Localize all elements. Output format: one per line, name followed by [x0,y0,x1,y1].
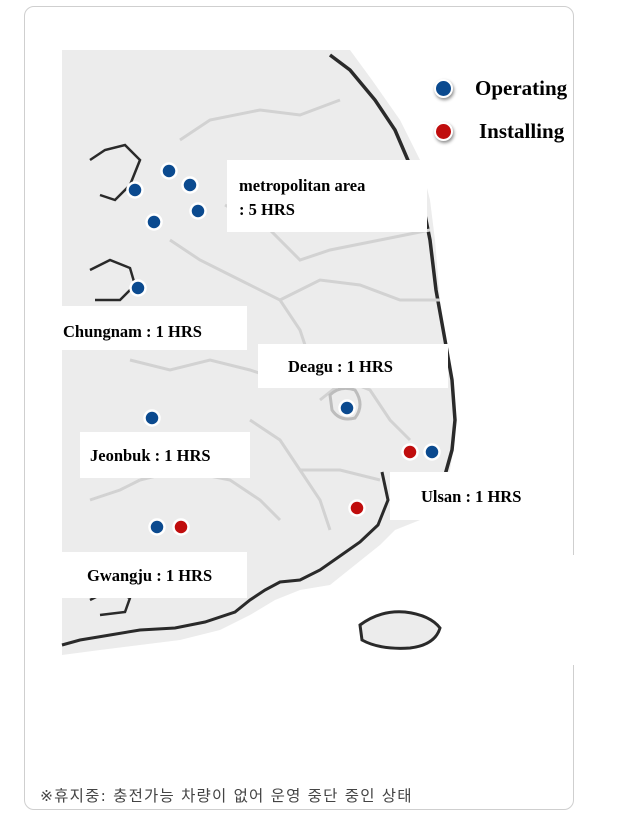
operating-markers [126,162,441,536]
label-backdrops [62,160,582,775]
label-daegu: Deagu : 1 HRS [288,357,393,376]
label-metropolitan-line1: metropolitan area [239,176,366,195]
marker-installing-ulsan [401,443,419,461]
marker-operating-metro-1 [160,162,178,180]
marker-operating-metro-2 [181,176,199,194]
label-metropolitan-line2: : 5 HRS [239,200,295,219]
marker-operating-ulsan [423,443,441,461]
marker-operating-chungnam [129,279,147,297]
footnote: ※휴지중: 충전가능 차량이 없어 운영 중단 중인 상태 [40,787,413,805]
province-borders [89,98,440,531]
label-metropolitan: metropolitan area : 5 HRS [239,174,365,222]
marker-operating-jeonbuk [143,409,161,427]
marker-operating-metro-3 [126,181,144,199]
label-ulsan: Ulsan : 1 HRS [421,487,522,506]
marker-operating-metro-4 [189,202,207,220]
marker-operating-metro-5 [145,213,163,231]
marker-operating-gwangju [148,518,166,536]
installing-markers [172,443,419,536]
land-jeju [358,610,442,650]
legend-operating: Operating [434,76,567,101]
marker-operating-daegu [338,399,356,417]
legend-installing: Installing [434,119,564,144]
east-coastline [328,53,457,476]
legend-operating-dot [434,79,453,98]
south-coastline [61,471,390,647]
marker-installing-gwangju [172,518,190,536]
label-jeonbuk: Jeonbuk : 1 HRS [90,446,211,465]
legend-operating-label: Operating [475,76,568,100]
label-chungnam: Chungnam : 1 HRS [63,322,202,341]
label-gwangju: Gwangju : 1 HRS [87,566,213,585]
legend-installing-label: Installing [479,119,565,143]
legend-installing-dot [434,122,453,141]
marker-installing-busan [348,499,366,517]
